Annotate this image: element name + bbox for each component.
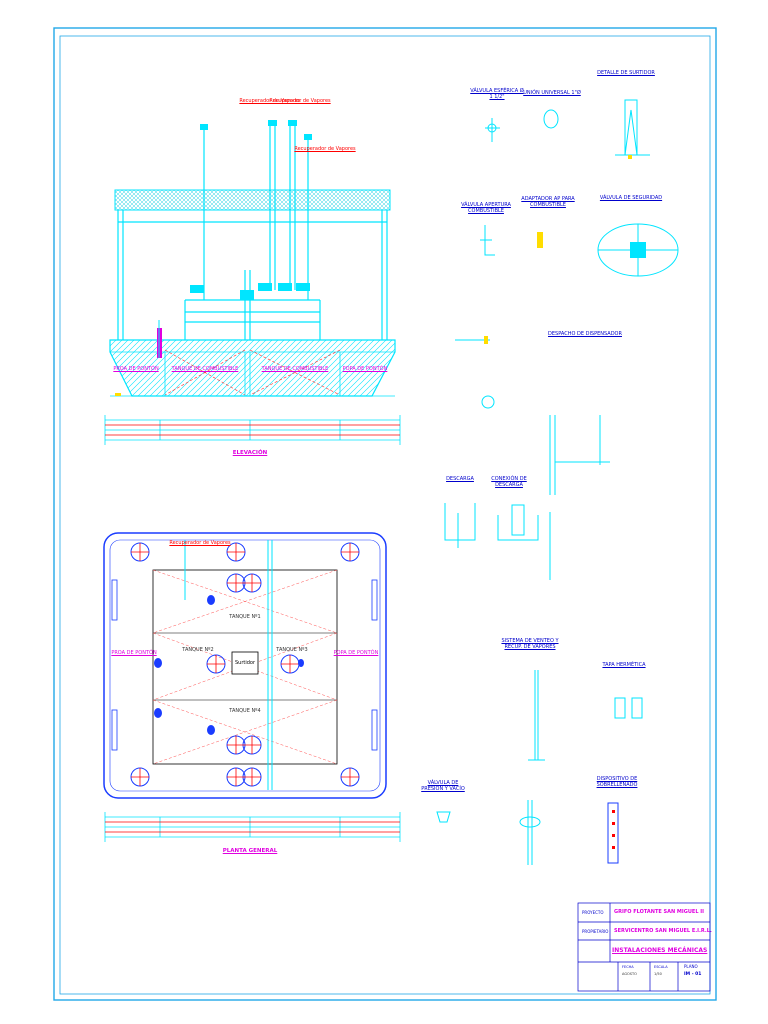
tb-lamina-label: PLANO [684,964,698,969]
plan-tank-1: TANQUE Nº1 [229,614,261,620]
detail-valvula-esferica: VÁLVULA ESFÉRICA Ø 1 1/2" [470,88,524,100]
surtidor-label: Surtidor [234,660,256,666]
details-area [436,99,679,865]
plan-view [103,532,401,842]
plan-tank-3: TANQUE Nº3 [276,647,308,653]
label-plan-proa: PROA DE PONTÓN [111,650,157,656]
tb-propietario-label: PROPIETARIO [582,929,609,934]
detail-sistema-venteo: SISTEMA DE VENTEO Y RECUP. DE VAPORES [501,638,559,650]
label-elev-tank-2: TANQUE DE COMBUSTIBLE [261,366,329,372]
plan-hull-outer [103,532,387,799]
plan-tank-2: TANQUE Nº2 [182,647,214,653]
detail-detalle-surtidor: DETALLE DE SURTIDOR [597,70,655,76]
label-recuperador-1: Recuperador de Vapores [239,98,301,104]
detail-despacho: DESPACHO DE DISPENSADOR [548,331,622,337]
plan-hull-inner [109,539,381,792]
tb-fecha: AGOSTO [622,972,637,976]
label-recuperador-3: Recuperador de Vapores [294,146,356,152]
tb-escala-label: ESCALA [654,965,668,969]
detail-sobrellenado: DISPOSITIVO DE SOBRELLENADO [596,776,638,788]
detail-descarga: DESCARGA [446,476,474,482]
title-block [577,902,711,992]
surtidor-box [231,651,259,675]
plan-title: PLANTA GENERAL [222,848,278,854]
tb-fecha-label: FECHA [622,965,634,969]
label-elev-popa: POPA DE PONTÓN [342,366,388,372]
detail-union-universal: UNIÓN UNIVERSAL 1"Ø [523,90,581,96]
detail-valvula-presion: VÁLVULA DE PRESIÓN Y VACÍO [421,780,465,792]
elevation-view [104,120,401,445]
detail-conexion-descarga: CONEXIÓN DE DESCARGA [491,476,527,488]
tb-escala: 1/50 [654,972,662,976]
detail-adaptador: ADAPTADOR AP PARA COMBUSTIBLE [521,196,575,208]
tb-proyecto: GRIFO FLOTANTE SAN MIGUEL II [614,909,704,915]
elevation-title: ELEVACIÓN [232,450,268,456]
label-plan-popa: POPA DE PONTÓN [333,650,379,656]
label-elev-proa: PROA DE PONTÓN [113,366,159,372]
label-recuperador-2: Recuperador de Vapores [269,98,331,104]
tb-proyecto-label: PROYECTO [582,910,604,915]
plan-tank-4: TANQUE Nº4 [229,708,261,714]
label-elev-tank-1: TANQUE DE COMBUSTIBLE [171,366,239,372]
sheet-outer-border [53,27,717,1001]
detail-valvula-apertura: VÁLVULA APERTURA COMBUSTIBLE [461,202,511,214]
detail-valvula-seguridad: VÁLVULA DE SEGURIDAD [599,195,663,201]
roof-canopy [114,189,391,211]
plan-recuperador: Recuperador de Vapores [169,540,231,546]
sheet-inner-border [59,35,711,995]
detail-tapa-hermetica: TAPA HERMÉTICA [602,662,646,668]
tb-plano-title: INSTALACIONES MECÁNICAS [612,947,708,954]
tb-lamina: IM - 01 [684,972,702,977]
tb-propietario: SERVICENTRO SAN MIGUEL E.I.R.L. [614,928,712,934]
